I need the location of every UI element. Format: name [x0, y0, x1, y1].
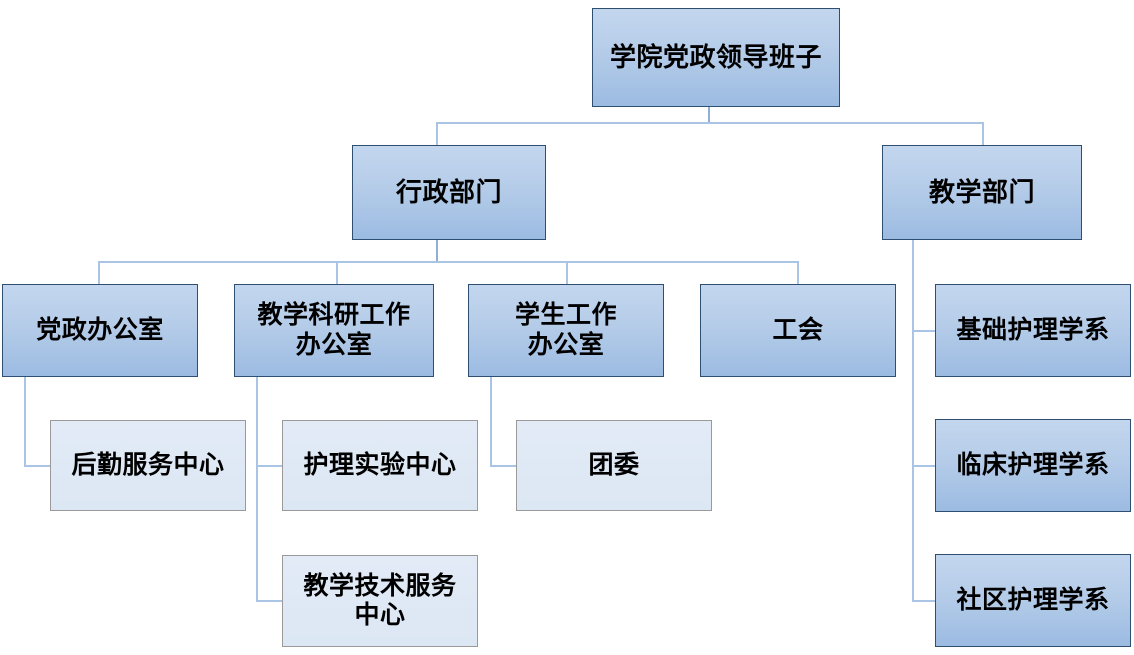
connector-teaching-trunk: [912, 240, 914, 602]
node-student-office[interactable]: 学生工作 办公室: [468, 284, 664, 377]
node-youth-league-label: 团委: [588, 450, 640, 479]
node-youth-league[interactable]: 团委: [516, 420, 712, 511]
connector-to-clinical-nursing: [912, 465, 936, 467]
connector-to-basic-nursing: [912, 330, 936, 332]
connector-to-party-office: [98, 261, 100, 284]
connector-to-research-office: [336, 261, 338, 284]
node-community-nursing[interactable]: 社区护理学系: [935, 554, 1131, 647]
connector-to-tech-service-center: [256, 600, 283, 602]
node-admin[interactable]: 行政部门: [352, 145, 546, 240]
node-union-label: 工会: [772, 315, 824, 344]
connector-to-student-office: [566, 261, 568, 284]
node-teaching-label: 教学部门: [928, 177, 1035, 208]
node-research-office[interactable]: 教学科研工作 办公室: [234, 284, 434, 377]
node-tech-service-center[interactable]: 教学技术服务 中心: [282, 555, 478, 647]
connector-admin-stem: [436, 240, 438, 262]
node-clinical-nursing-label: 临床护理学系: [956, 450, 1110, 479]
connector-student-office-trunk: [490, 377, 492, 467]
node-root-label: 学院党政领导班子: [609, 42, 822, 73]
node-logistics-center-label: 后勤服务中心: [71, 450, 225, 479]
connector-party-office-trunk: [24, 377, 26, 467]
node-teaching[interactable]: 教学部门: [882, 145, 1082, 240]
node-basic-nursing-label: 基础护理学系: [956, 315, 1110, 344]
connector-to-admin: [436, 122, 438, 145]
connector-research-office-trunk: [256, 377, 258, 602]
connector-to-logistics-center: [24, 465, 51, 467]
node-party-office[interactable]: 党政办公室: [2, 284, 198, 377]
node-logistics-center[interactable]: 后勤服务中心: [50, 420, 246, 511]
connector-level3-bus: [98, 261, 799, 263]
node-basic-nursing[interactable]: 基础护理学系: [935, 284, 1131, 377]
node-root[interactable]: 学院党政领导班子: [592, 8, 840, 107]
node-nursing-lab-center-label: 护理实验中心: [303, 450, 457, 479]
node-admin-label: 行政部门: [395, 177, 502, 208]
node-community-nursing-label: 社区护理学系: [956, 585, 1110, 614]
node-research-office-label: 教学科研工作 办公室: [257, 301, 411, 359]
connector-root-stem: [708, 107, 710, 123]
node-tech-service-center-label: 教学技术服务 中心: [303, 571, 457, 630]
connector-to-nursing-lab-center: [256, 465, 283, 467]
node-union[interactable]: 工会: [700, 284, 896, 377]
connector-level2-bus: [436, 122, 984, 124]
node-party-office-label: 党政办公室: [36, 315, 164, 344]
node-student-office-label: 学生工作 办公室: [514, 301, 617, 359]
connector-to-union: [797, 261, 799, 284]
connector-to-teaching: [982, 122, 984, 145]
node-clinical-nursing[interactable]: 临床护理学系: [935, 419, 1131, 512]
node-nursing-lab-center[interactable]: 护理实验中心: [282, 420, 478, 511]
connector-to-youth-league: [490, 465, 517, 467]
connector-to-community-nursing: [912, 600, 936, 602]
